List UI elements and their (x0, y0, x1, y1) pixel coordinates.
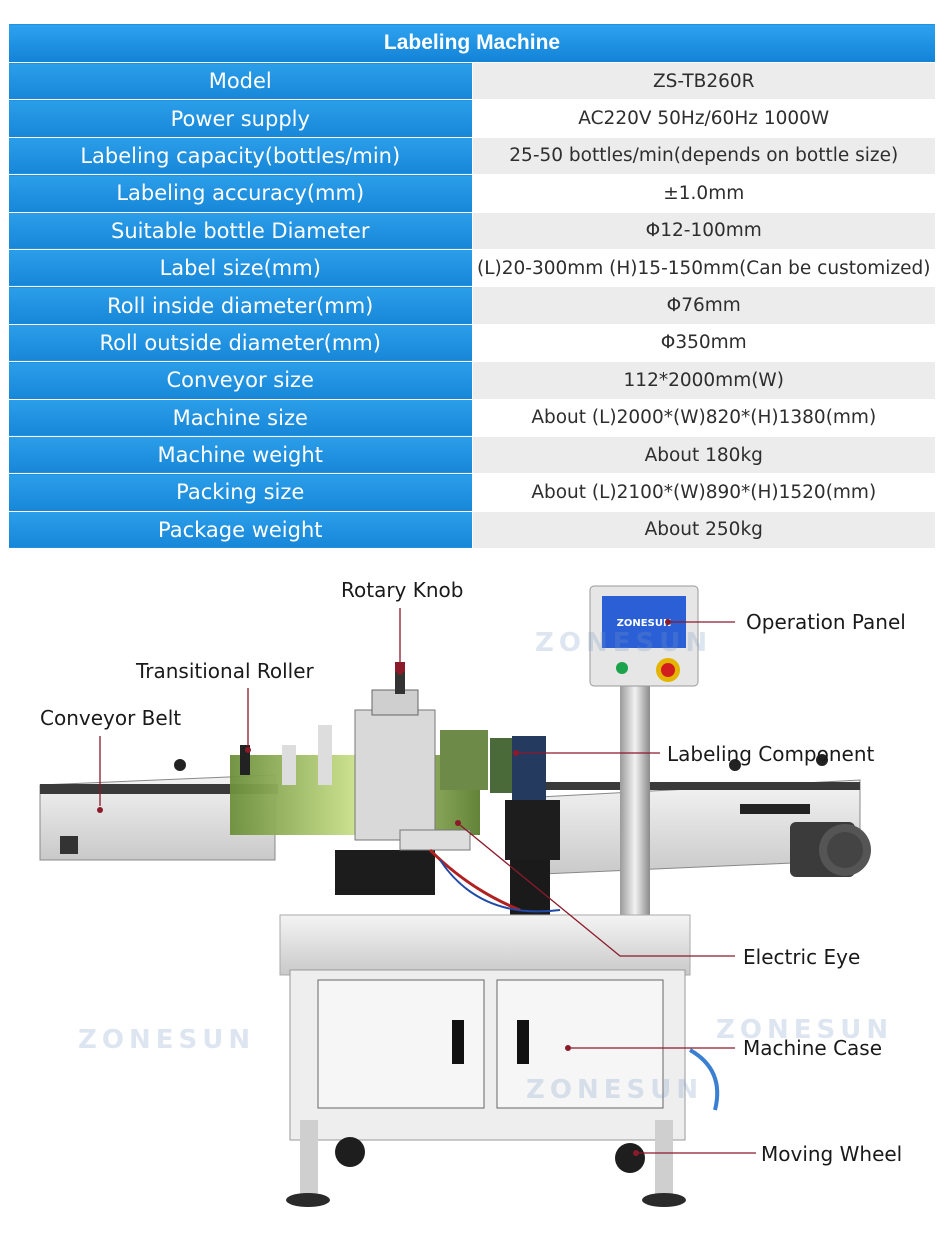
machine-illustration: ZONESUN (0, 560, 944, 1253)
table-row: Label size(mm)(L)20-300mm (H)15-150mm(Ca… (8, 248, 936, 288)
spec-label: Roll inside diameter(mm) (8, 286, 473, 325)
callout-operation-panel: Operation Panel (746, 610, 906, 634)
spec-label: Packing size (8, 473, 473, 512)
spec-label: Labeling capacity(bottles/min) (8, 136, 473, 176)
callout-moving-wheel: Moving Wheel (761, 1142, 903, 1166)
spec-value: Φ76mm (471, 286, 936, 325)
spec-label: Label size(mm) (8, 248, 473, 288)
spec-value: 112*2000mm(W) (471, 361, 936, 400)
callout-labeling-component: Labeling Component (667, 742, 875, 766)
spec-value: AC220V 50Hz/60Hz 1000W (471, 99, 936, 138)
callout-rotary-knob: Rotary Knob (341, 578, 464, 602)
panel-logo-text: ZONESUN (617, 618, 672, 629)
callout-conveyor-belt: Conveyor Belt (40, 706, 182, 730)
control-column: ZONESUN (589, 585, 699, 955)
callout-electric-eye: Electric Eye (743, 945, 861, 969)
table-title: Labeling Machine (8, 23, 936, 63)
callout-transitional-roller: Transitional Roller (136, 659, 314, 683)
brand-watermark: ZONESUN (78, 1025, 256, 1055)
callout-lines (97, 608, 756, 1156)
spec-label: Suitable bottle Diameter (8, 211, 473, 250)
spec-label: Machine weight (8, 435, 473, 475)
brand-watermark: ZONESUN (526, 1075, 704, 1105)
table-row: Roll inside diameter(mm)Φ76mm (8, 286, 936, 325)
spec-label: Power supply (8, 99, 473, 138)
table-row: Labeling capacity(bottles/min)25-50 bott… (8, 136, 936, 176)
spec-value: About 180kg (471, 435, 936, 475)
table-row: Roll outside diameter(mm)Φ350mm (8, 323, 936, 363)
spec-label: Roll outside diameter(mm) (8, 323, 473, 363)
callout-machine-case: Machine Case (743, 1036, 883, 1060)
spec-value: (L)20-300mm (H)15-150mm(Can be customize… (471, 248, 936, 288)
labeling-machine-drawing: ZONESUN (39, 585, 871, 1207)
spec-label: Conveyor size (8, 361, 473, 400)
brand-watermark: ZONESUN (716, 1015, 894, 1045)
machine-cabinet (279, 914, 720, 1207)
labeling-head (335, 662, 561, 920)
spec-value: About (L)2100*(W)890*(H)1520(mm) (471, 473, 936, 512)
spec-label: Package weight (8, 510, 473, 550)
spec-value: About 250kg (471, 510, 936, 550)
spec-value: Φ12-100mm (471, 211, 936, 250)
spec-label: Labeling accuracy(mm) (8, 174, 473, 213)
brand-watermark: ZONESUN (535, 628, 713, 658)
conveyor-belt (39, 754, 871, 877)
spec-value: ±1.0mm (471, 174, 936, 213)
table-row: Labeling accuracy(mm)±1.0mm (8, 174, 936, 213)
spec-value: ZS-TB260R (471, 61, 936, 101)
spec-label: Model (8, 61, 473, 101)
spec-label: Machine size (8, 398, 473, 437)
spec-value: Φ350mm (471, 323, 936, 363)
spec-value: 25-50 bottles/min(depends on bottle size… (471, 136, 936, 176)
spec-value: About (L)2000*(W)820*(H)1380(mm) (471, 398, 936, 437)
